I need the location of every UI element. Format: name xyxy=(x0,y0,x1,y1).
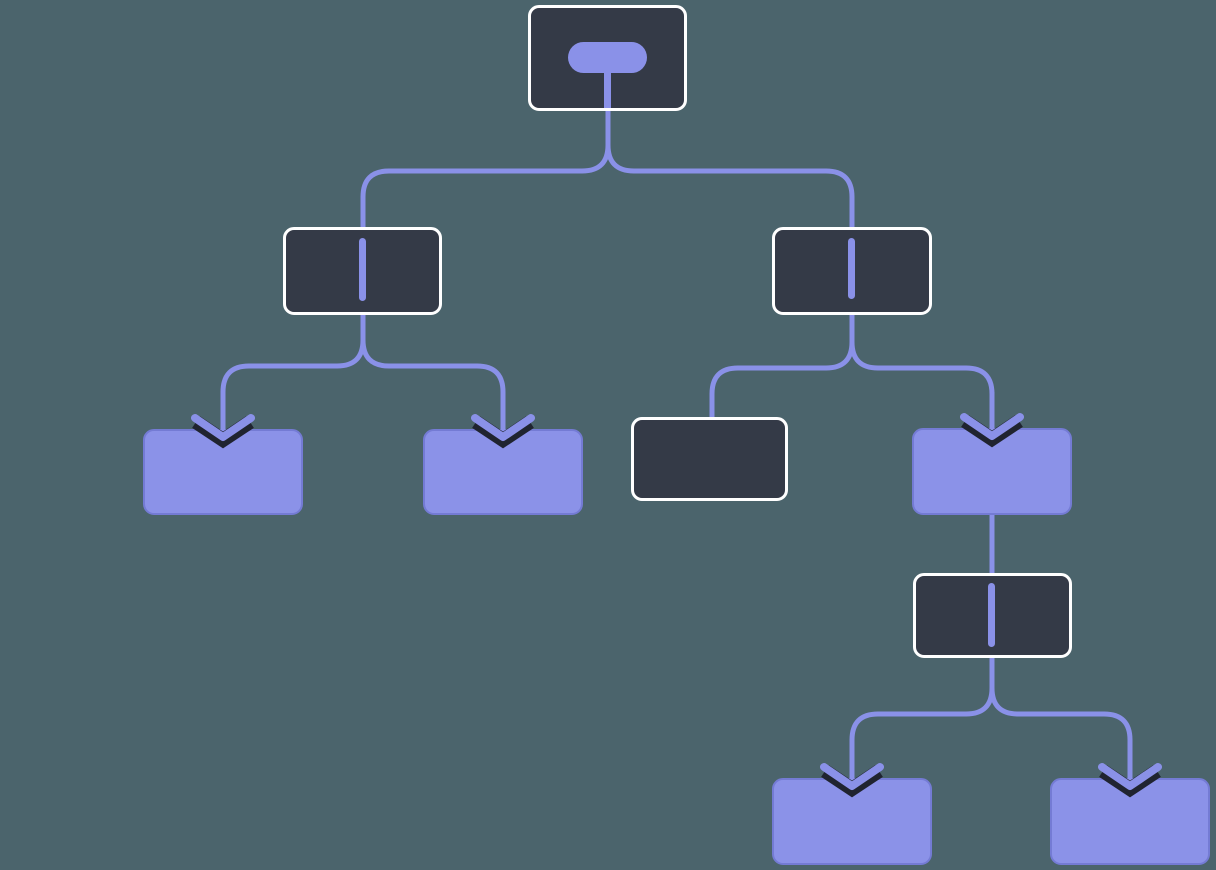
edge-connector-branch-right-to-mid-dark xyxy=(709,311,855,421)
tree-node-mid-dark[interactable] xyxy=(631,417,788,501)
chevron-down-icon-purple xyxy=(191,414,255,441)
edge-connector-root-to-branch-right xyxy=(605,70,855,231)
edge-connector-branch-bottom-to-leaf-d xyxy=(989,654,1133,776)
arrowhead-marker-mid-purple xyxy=(960,392,1024,448)
arrowhead-marker-leaf-d xyxy=(1098,742,1162,798)
arrowhead-marker-leaf-a xyxy=(191,393,255,449)
chevron-down-icon-purple xyxy=(820,763,884,790)
arrowhead-marker-leaf-b xyxy=(471,393,535,449)
chevron-down-icon-purple xyxy=(1098,763,1162,790)
edge-connector-branch-left-to-leaf-a xyxy=(220,311,366,427)
chevron-down-icon-purple xyxy=(471,414,535,441)
chevron-down-icon-purple xyxy=(960,413,1024,440)
edge-connector-branch-left-to-leaf-b xyxy=(360,311,506,427)
arrowhead-marker-leaf-c xyxy=(820,742,884,798)
edge-connector-root-to-branch-left xyxy=(360,70,611,231)
edge-connector-branch-right-to-mid-purple xyxy=(849,311,995,426)
edge-connector-branch-bottom-to-leaf-c xyxy=(849,654,995,776)
